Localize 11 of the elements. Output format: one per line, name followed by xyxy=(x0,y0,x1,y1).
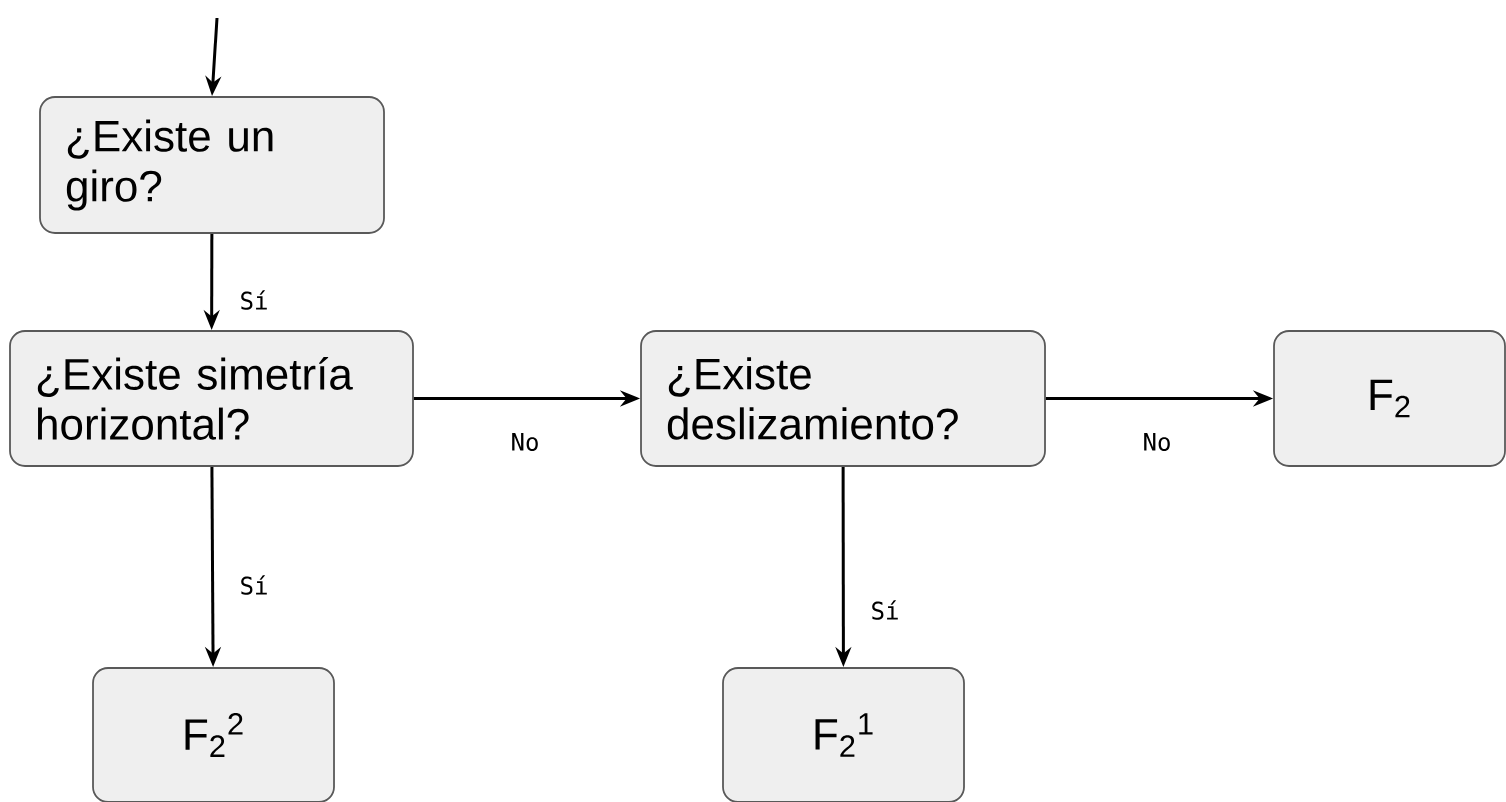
result-box: F$_{2}$ xyxy=(1273,330,1506,467)
edge-label: No xyxy=(1140,431,1174,453)
question-box: ¿Existe simetría horizontal? xyxy=(9,330,414,467)
result-box: F$_{2}$2 xyxy=(92,667,335,802)
edge-label: Sí xyxy=(868,598,902,622)
result-box: F$_{2}$1 xyxy=(722,667,965,802)
edge-label: Sí xyxy=(237,573,271,597)
edge-label: No xyxy=(508,431,542,453)
question-box: ¿Existe deslizamiento? xyxy=(640,330,1046,467)
question-box: ¿Existe un giro? xyxy=(39,96,385,234)
edge-label: Sí xyxy=(237,288,271,312)
